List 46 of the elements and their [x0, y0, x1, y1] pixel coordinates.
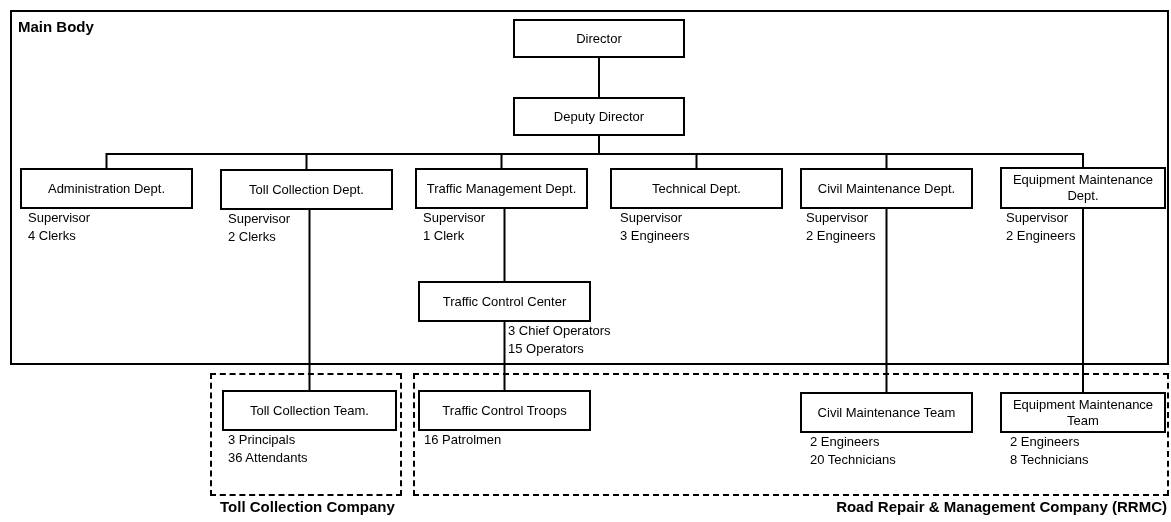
group-heading: Main Body [18, 18, 94, 35]
group-heading: Toll Collection Company [220, 498, 395, 515]
staff-note: 2 Engineers [810, 433, 880, 451]
group-heading: Road Repair & Management Company (RRMC) [836, 498, 1167, 515]
unit-label: Toll Collection Team. [249, 402, 370, 419]
unit-label: Civil Maintenance Dept. [816, 180, 957, 197]
staff-note: 15 Operators [508, 340, 584, 358]
unit-label: Traffic Control Troops [441, 402, 568, 419]
connector-line [1082, 208, 1084, 393]
staff-note: 3 Principals [228, 431, 296, 449]
staff-note: 16 Patrolmen [424, 431, 502, 449]
connector-line [503, 321, 506, 391]
unit-label: Traffic Control Center [441, 293, 568, 310]
staff-note: Supervisor [228, 210, 291, 228]
unit-label: Civil Maintenance Team [816, 404, 957, 421]
staff-note: Supervisor [806, 209, 869, 227]
unit-label: Director [575, 30, 623, 47]
staff-note: 20 Technicians [810, 451, 896, 469]
staff-note: 2 Engineers [1006, 227, 1076, 245]
staff-note: 3 Engineers [620, 227, 690, 245]
staff-note: 36 Attendants [228, 449, 308, 467]
connector-line [308, 209, 311, 391]
staff-note: Supervisor [1006, 209, 1069, 227]
unit-label: Equipment Maintenance Team [1011, 396, 1155, 429]
unit-box [513, 19, 685, 58]
unit-box [513, 97, 685, 136]
connector-line [885, 208, 888, 393]
staff-note: 2 Engineers [1010, 433, 1080, 451]
connector-line [598, 57, 600, 98]
unit-label: Equipment Maintenance Dept. [1011, 172, 1155, 204]
unit-label: Toll Collection Dept. [248, 181, 365, 198]
staff-note: Supervisor [423, 209, 486, 227]
unit-label: Administration Dept. [46, 180, 167, 197]
unit-label: Deputy Director [552, 108, 646, 125]
unit-label: Traffic Management Dept. [425, 180, 578, 197]
staff-note: 8 Technicians [1010, 451, 1089, 469]
staff-note: Supervisor [28, 209, 91, 227]
staff-note: 4 Clerks [28, 227, 76, 245]
connector-line [503, 208, 506, 282]
staff-note: 2 Clerks [228, 228, 276, 246]
staff-note: Supervisor [620, 209, 683, 227]
staff-note: 3 Chief Operators [508, 322, 611, 340]
unit-label: Technical Dept. [651, 180, 742, 197]
staff-note: 2 Engineers [806, 227, 876, 245]
staff-note: 1 Clerk [423, 227, 465, 245]
group-box [10, 10, 1169, 365]
